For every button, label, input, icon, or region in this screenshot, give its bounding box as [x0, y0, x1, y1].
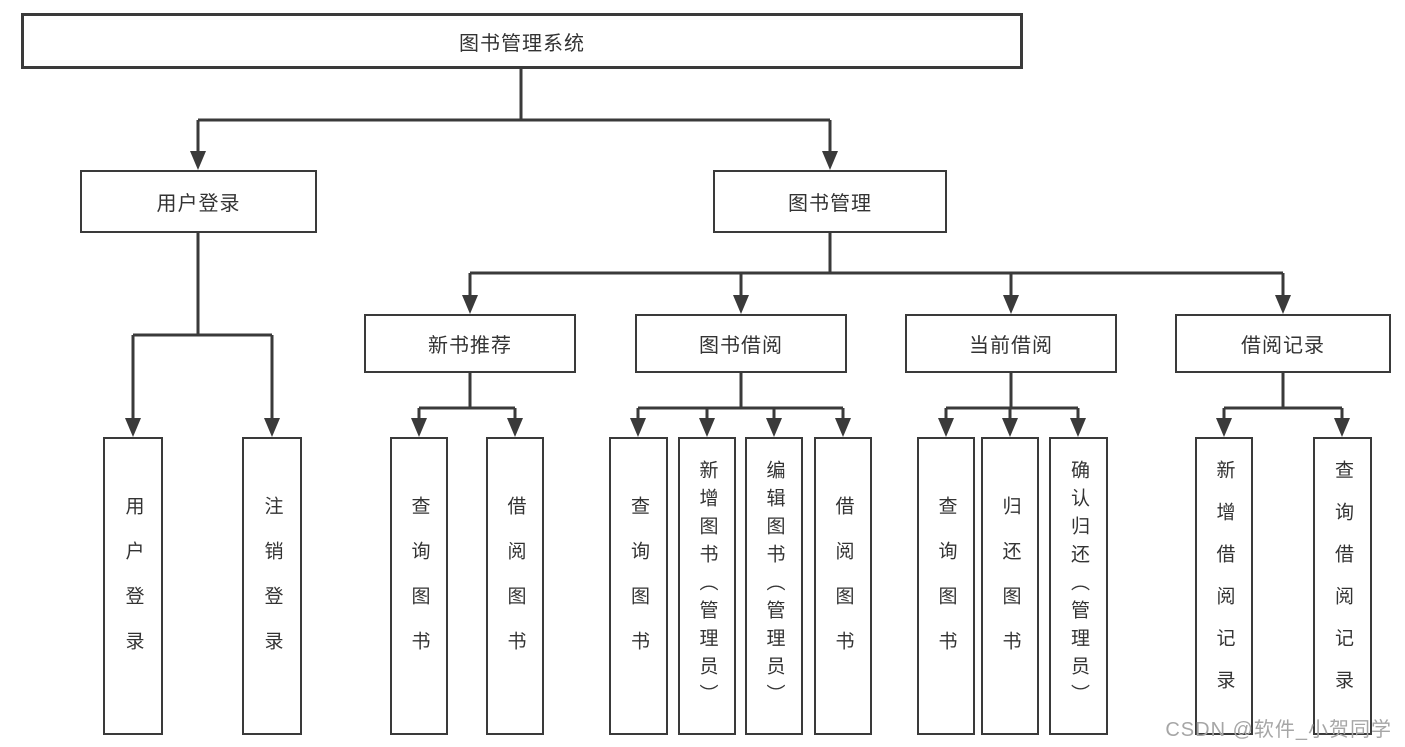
node-edit-book-admin: 编辑图书（管理员）	[745, 437, 803, 735]
node-logout-action: 注销登录	[242, 437, 302, 735]
leaf-label: 注销登录	[261, 496, 283, 676]
leaf-label: 编辑图书（管理员）	[763, 460, 785, 712]
leaf-label: 查询图书	[628, 496, 649, 676]
node-query-books: 查询图书	[390, 437, 448, 735]
node-query-books-borrow: 查询图书	[609, 437, 668, 735]
leaf-label: 查询图书	[935, 496, 957, 676]
node-confirm-return-admin: 确认归还（管理员）	[1049, 437, 1108, 735]
node-book-borrowing: 图书借阅	[635, 314, 847, 373]
node-add-borrow-record: 新增借阅记录	[1195, 437, 1253, 735]
csdn-watermark: CSDN @软件_小贺同学	[1165, 719, 1392, 741]
connector-root-to-level2	[190, 69, 838, 170]
connector-user-login-branch	[125, 233, 280, 437]
leaf-label: 用户登录	[122, 496, 144, 676]
leaf-label: 借阅图书	[832, 496, 854, 676]
leaf-label: 确认归还（管理员）	[1068, 460, 1089, 712]
connector-borrowing-records-branch	[1216, 373, 1350, 437]
node-query-books-current: 查询图书	[917, 437, 975, 735]
node-book-management: 图书管理	[713, 170, 947, 233]
node-user-login-action: 用户登录	[103, 437, 163, 735]
connector-book-management-branch	[462, 233, 1291, 314]
node-borrow-book-action: 借阅图书	[814, 437, 872, 735]
leaf-label: 查询借阅记录	[1332, 460, 1353, 712]
leaf-label: 查询图书	[408, 496, 430, 676]
node-borrowing-records: 借阅记录	[1175, 314, 1391, 373]
node-return-book: 归还图书	[981, 437, 1039, 735]
node-borrow-books: 借阅图书	[486, 437, 544, 735]
leaf-label: 借阅图书	[504, 496, 526, 676]
node-new-book-recommendation: 新书推荐	[364, 314, 576, 373]
leaf-label: 新增借阅记录	[1213, 460, 1235, 712]
node-library-management-system: 图书管理系统	[21, 13, 1023, 69]
connector-new-book-branch	[411, 373, 523, 437]
node-user-login: 用户登录	[80, 170, 317, 233]
leaf-label: 归还图书	[999, 496, 1021, 676]
node-add-book-admin: 新增图书（管理员）	[678, 437, 736, 735]
connector-book-borrowing-branch	[630, 373, 851, 437]
node-query-borrow-record: 查询借阅记录	[1313, 437, 1372, 735]
leaf-label: 新增图书（管理员）	[696, 460, 718, 712]
node-current-borrowing: 当前借阅	[905, 314, 1117, 373]
connector-current-borrowing-branch	[938, 373, 1086, 437]
